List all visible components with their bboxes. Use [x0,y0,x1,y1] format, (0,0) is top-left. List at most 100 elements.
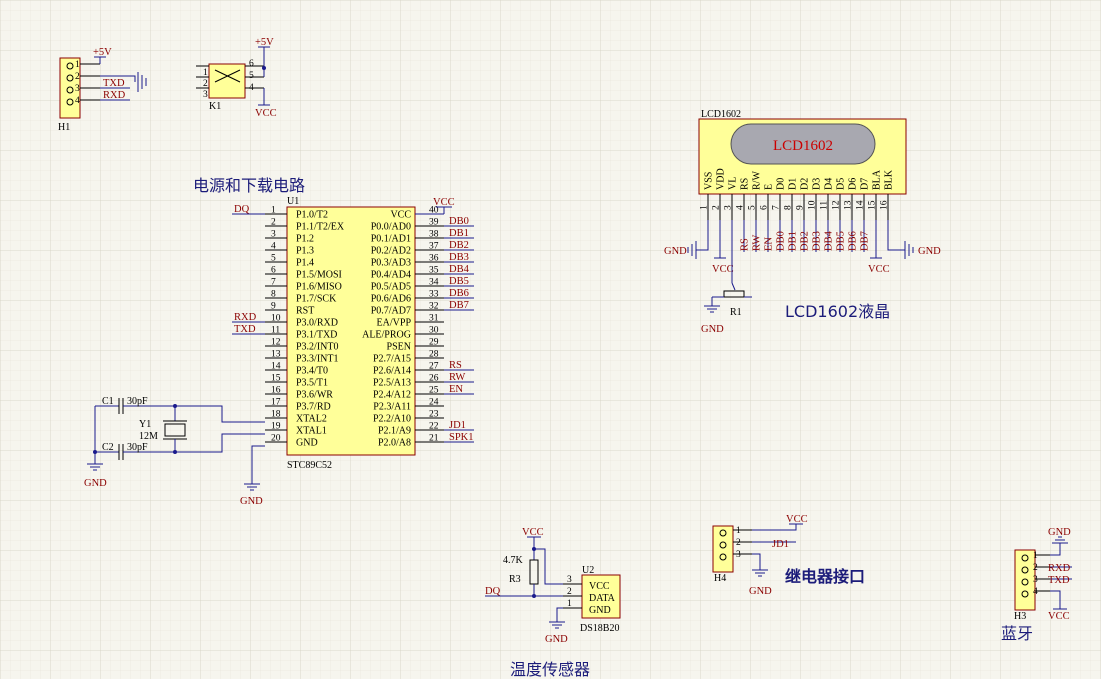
lcd-pin-number: 7 [772,205,782,210]
header-h4[interactable]: 1 2 3 H4 VCC JD1 GND [712,514,808,597]
u1-pin-name: P2.3/A11 [373,402,411,413]
lcd-gnd-right: GND [918,246,941,257]
lcd-pin-name: D7 [860,178,871,190]
u1-pin-name: P1.7/SCK [296,294,337,305]
lcd-pin-number: 4 [736,205,746,210]
header-h1[interactable]: 1 2 3 4 H1 +5V TXD RXD [58,47,147,133]
u1-pin-name: VCC [390,210,411,221]
lcd-pin-name: D3 [812,178,823,190]
u2-net-dq: DQ [485,586,501,597]
title-relay-port: 继电器接口 [785,567,865,586]
lcd-net-label: DB1 [788,231,799,251]
h4-pin-3: 3 [736,550,741,560]
h1-pin-3: 3 [75,84,80,94]
lcd-net-label: DB0 [776,231,787,251]
lcd-pin-number: 15 [868,200,878,210]
h4-gnd: GND [749,586,772,597]
u2-gnd: GND [545,634,568,645]
u1-pin-number: 36 [429,254,439,264]
h3-gnd: GND [1048,527,1071,538]
u1-pin-number: 24 [429,398,439,408]
u1-pin-number: 17 [271,398,281,408]
r3-designator: R3 [509,574,521,585]
temp-sensor-u2[interactable]: U2 VCC DATA GND DS18B20 3 2 1 VCC DQ 4.7… [485,527,621,645]
lcd-net-label: RW [752,235,763,251]
u1-pin-name: P1.3 [296,246,314,257]
h3-pin-1: 1 [1033,551,1038,561]
switch-k1[interactable]: 1 2 3 6 5 4 K1 +5V VCC [196,37,277,119]
u1-pin-number: 9 [271,302,276,312]
h3-rxd: RXD [1048,563,1071,574]
lcd-designator: LCD1602 [701,109,741,120]
lcd-pin-number: 1 [700,205,710,210]
u1-pin-number: 23 [429,410,439,420]
u1-pin-name: ALE/PROG [362,330,411,341]
crystal-gnd-label: GND [84,478,107,489]
lcd1602-module[interactable]: LCD1602 LCD1602 VSS1VDD2VL3RS4RSR/W5RWE6… [664,109,941,335]
u1-pin-number: 1 [271,206,276,216]
u1-pin-number: 15 [271,374,281,384]
crystal-circuit[interactable]: GND C1 30pF C2 30pF Y1 12M GND [84,396,265,507]
u1-pin-number: 7 [271,278,276,288]
h3-vcc: VCC [1048,611,1070,622]
u1-net-label: DB0 [449,216,469,227]
lcd-pin-name: BLA [872,169,883,190]
lcd-pin-number: 10 [808,200,818,210]
k1-pin-3: 3 [203,90,208,100]
title-bluetooth: 蓝牙 [1001,624,1033,643]
u1-pin-name: P0.4/AD4 [371,270,411,281]
lcd-pin-number: 8 [784,205,794,210]
lcd-pin-number: 14 [856,200,866,210]
k1-pin-1: 1 [203,68,208,78]
u1-net-label: DQ [234,204,250,215]
lcd-net-label: EN [764,237,775,251]
lcd-pin-number: 11 [820,201,830,210]
u1-pin-number: 40 [429,206,439,216]
lcd-pin-name: D6 [848,178,859,190]
header-h3[interactable]: 1 2 3 4 H3 GND RXD TXD VCC [1014,527,1072,622]
lcd-pin-name: VSS [704,172,715,190]
lcd-pin-number: 9 [796,205,806,210]
r3-value: 4.7K [503,555,524,566]
u1-pin-number: 2 [271,218,276,228]
title-lcd: LCD1602液晶 [785,302,890,321]
u1-pin-name: P0.2/AD2 [371,246,411,257]
h1-pin-4: 4 [75,96,80,106]
u1-pin-number: 37 [429,242,439,252]
lcd-pin-name: VDD [716,168,727,190]
u1-pin-number: 11 [271,326,280,336]
c2-designator: C2 [102,442,114,453]
u1-pin-number: 30 [429,326,439,336]
u1-net-label: DB1 [449,228,469,239]
u1-pin-name: P2.0/A8 [378,438,411,449]
h1-pin-1: 1 [75,60,80,70]
lcd-pin-number: 13 [844,200,854,210]
h1-net-rxd: RXD [103,90,126,101]
lcd-pin-name: R/W [752,171,763,190]
u1-pin-number: 31 [429,314,439,324]
u1-pin-name: XTAL2 [296,414,327,425]
lcd-window [730,123,876,165]
lcd-window-text: LCD1602 [773,138,833,154]
lcd-net-label: DB6 [848,231,859,251]
u1-pin-number: 34 [429,278,439,288]
c1-value: 30pF [127,396,148,407]
h1-designator: H1 [58,122,70,133]
u1-pin-number: 26 [429,374,439,384]
u1-pin-name: P0.6/AD6 [371,294,411,305]
u1-pin-name: P1.2 [296,234,314,245]
u1-body[interactable] [286,206,416,456]
h3-txd: TXD [1048,575,1070,586]
y1-value: 12M [139,431,158,442]
lcd-pin-number: 16 [880,200,890,210]
u1-pin-number: 10 [271,314,281,324]
u1-pin-name: P2.4/A12 [373,390,411,401]
lcd-net-label: DB2 [800,231,811,251]
r1-designator: R1 [730,307,742,318]
u1-net-label: RW [449,372,465,383]
lcd-pin-name: D0 [776,178,787,190]
u1-pin-number: 8 [271,290,276,300]
lcd-pin-number: 6 [760,205,770,210]
